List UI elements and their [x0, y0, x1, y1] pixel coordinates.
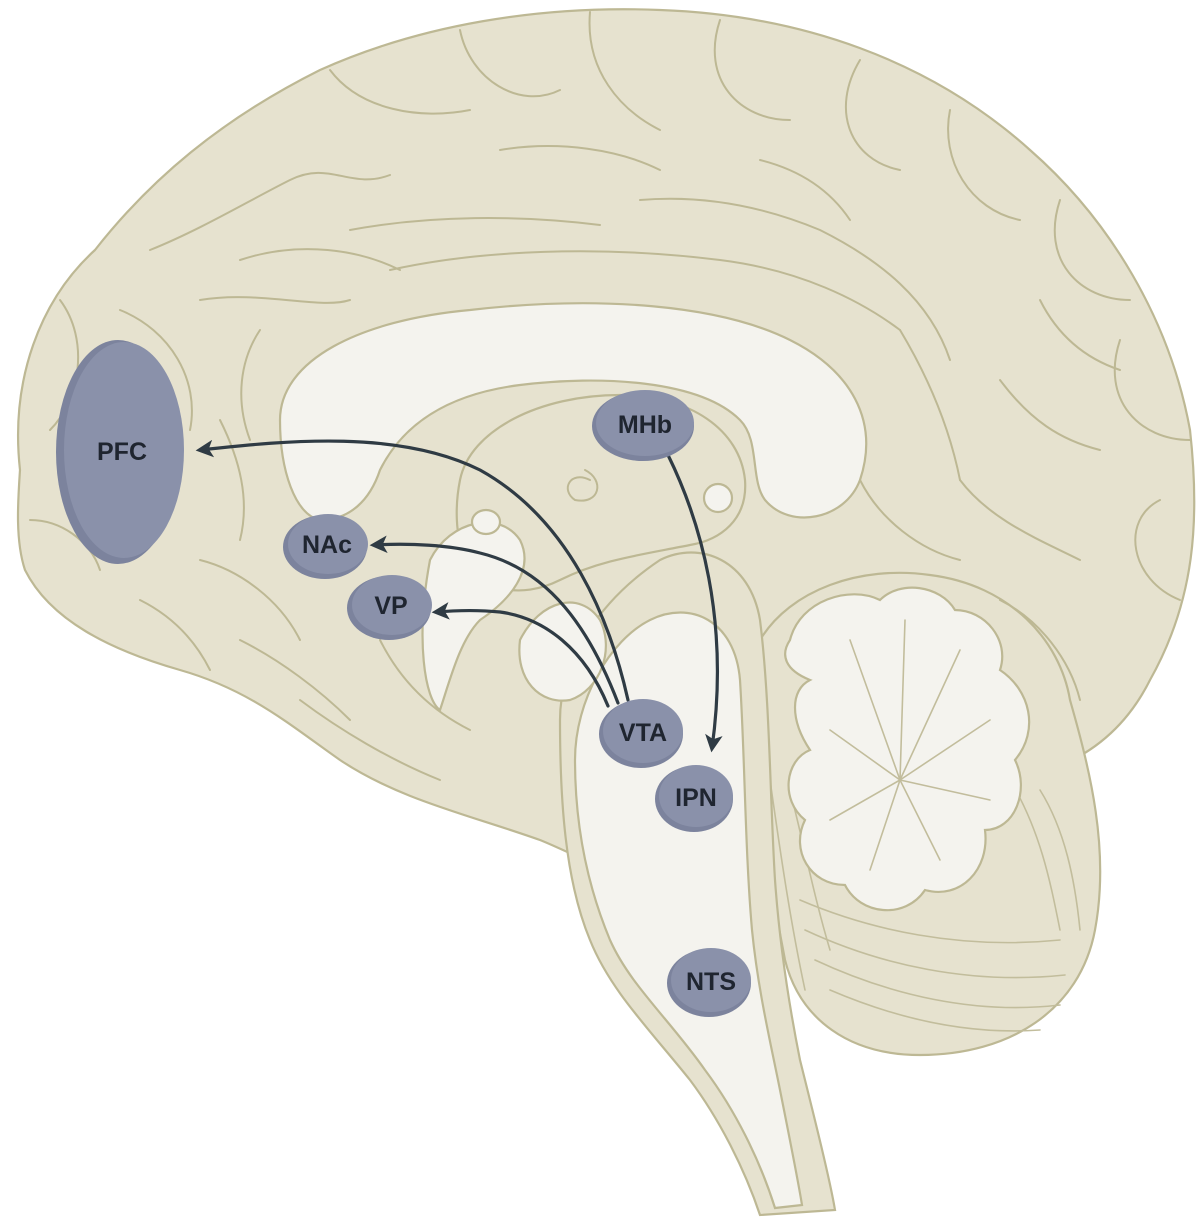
arrow-vta-to-pfc [195, 439, 630, 702]
arrow-vta-to-vp [431, 602, 610, 708]
region-vp: VP [347, 575, 432, 640]
label-mhb: MHb [618, 411, 672, 439]
gyri-lines [29, 11, 1191, 781]
thalamus-swirl [566, 469, 599, 502]
region-nts: NTS [667, 948, 751, 1017]
label-nac: NAc [302, 531, 352, 559]
region-mhb: MHb [592, 390, 694, 461]
pathways [195, 439, 723, 753]
region-ipn: IPN [655, 765, 733, 832]
arbor-vitae-branches [829, 619, 991, 871]
arrow-mhb-to-ipn [666, 453, 723, 753]
label-vp: VP [374, 592, 407, 620]
label-ipn: IPN [675, 784, 717, 812]
cerebellum-folia [769, 779, 1081, 1032]
arrow-vta-to-nac [369, 535, 620, 705]
label-nts: NTS [686, 968, 736, 996]
corpus-callosum [278, 302, 868, 522]
interthalamic-adhesion [470, 508, 502, 536]
pineal-space [702, 482, 734, 514]
arbor-vitae [784, 586, 1031, 912]
region-vta: VTA [599, 699, 683, 768]
label-pfc: PFC [97, 438, 147, 466]
region-nac: NAc [283, 514, 368, 579]
label-vta: VTA [619, 719, 667, 747]
region-pfc: PFC [56, 340, 184, 564]
